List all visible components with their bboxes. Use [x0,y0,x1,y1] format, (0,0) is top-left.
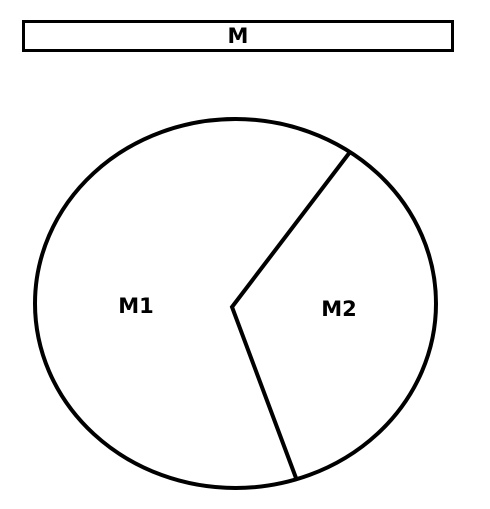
sector-label-m1: M1 [118,294,154,318]
whole-bar: M [22,20,454,52]
whole-bar-label: M [227,23,249,48]
divider-lines [229,150,352,479]
sector-label-m2: M2 [321,297,357,321]
circle-outline [33,117,438,490]
